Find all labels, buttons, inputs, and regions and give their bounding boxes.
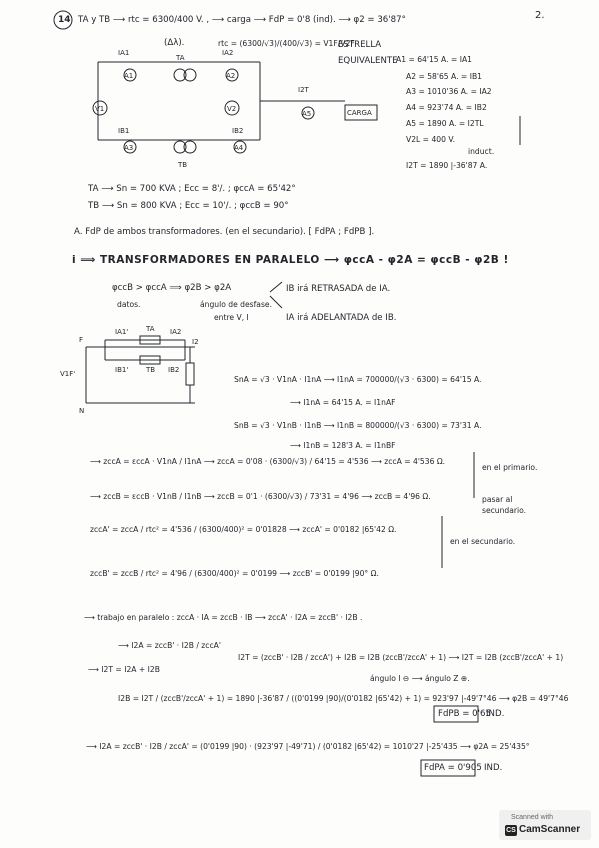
result-i2a: ⟶ I2A = zccB' · I2B / zccA' = (0'0199 |9… bbox=[86, 742, 530, 751]
reading-a4: A4 = 923'74 A. = IB2 bbox=[406, 103, 487, 112]
circuit-1-labels: IA1 TA IA2 A1 A2 V1 V2 I2T A5 CARGA IB1 … bbox=[95, 49, 372, 169]
c2-label-tb: TB bbox=[145, 366, 155, 374]
c1-label-carga: CARGA bbox=[347, 109, 372, 117]
result-fdpa-ind: IND. bbox=[484, 763, 503, 773]
imp-primario: en el primario. bbox=[482, 463, 538, 472]
c2-label-ta: TA bbox=[145, 325, 155, 333]
c2-label-i2: I2 bbox=[192, 338, 199, 346]
question: A. FdP de ambos transformadores. (en el … bbox=[74, 227, 375, 237]
fdpa-box bbox=[420, 759, 476, 777]
annotation-marks bbox=[53, 10, 521, 777]
imp-zca-secondary: zccA' = zccA / rtc² = 4'536 / (6300/400)… bbox=[90, 525, 397, 534]
c1-label-a3: A3 bbox=[124, 144, 133, 152]
c1-label-a1: A1 bbox=[124, 72, 133, 80]
reading-i2t: I2T = 1890 |-36'87 A. bbox=[406, 161, 488, 170]
current-snb: SnB = √3 · V1nB · I1nB ⟶ I1nB = 800000/(… bbox=[234, 421, 482, 430]
header-line-2: (Δλ). bbox=[164, 38, 185, 48]
reading-a2: A2 = 58'65 A. = IB1 bbox=[406, 72, 482, 81]
c1-label-a2: A2 bbox=[226, 72, 235, 80]
phase-angulo: ángulo de desfase. bbox=[200, 300, 272, 309]
reading-induct: induct. bbox=[468, 147, 495, 156]
current-sna: SnA = √3 · V1nA · I1nA ⟶ I1nA = 700000/(… bbox=[234, 375, 482, 384]
parallel-angulo: ángulo I ⊖ ⟶ ángulo Z ⊕. bbox=[370, 674, 470, 683]
parallel-line-2: ⟶ I2A = zccB' · I2B / zccA' bbox=[118, 641, 221, 650]
header-estrella: ESTRELLA bbox=[338, 40, 382, 50]
current-ina: ⟶ I1nA = 64'15 A. = I1nAF bbox=[290, 398, 396, 407]
result-fdpa: FdPA = 0'905 bbox=[424, 763, 482, 773]
circuit-2 bbox=[85, 335, 195, 404]
parallel-line-1: ⟶ trabajo en paralelo : zccA · IA = zccB… bbox=[84, 613, 363, 622]
header-equivalente: EQUIVALENTE bbox=[338, 56, 398, 66]
reading-a3: A3 = 1010'36 A. = IA2 bbox=[406, 87, 492, 96]
result-i2b: I2B = I2T / (zccB'/zccA' + 1) = 1890 |-3… bbox=[118, 694, 569, 703]
c2-label-v1f: V1F' bbox=[60, 370, 75, 378]
c2-label-ib2: IB2 bbox=[168, 366, 179, 374]
camscanner-logo-icon: CS bbox=[505, 825, 517, 836]
result-fdpb: FdPB = 0'65 bbox=[438, 709, 491, 719]
spec-ta: TA ⟶ Sn = 700 KVA ; Ecc = 8'/. ; φccA = … bbox=[88, 184, 296, 194]
problem-number-circle bbox=[53, 10, 73, 30]
c1-label-i2t: I2T bbox=[298, 86, 310, 94]
reading-a5: A5 = 1890 A. = I2TL bbox=[406, 119, 484, 128]
c1-label-ib2: IB2 bbox=[232, 127, 243, 135]
imp-pasar: pasar al secundario. bbox=[482, 495, 527, 515]
page-number: 2. bbox=[535, 10, 545, 21]
reading-a1: A1 = 64'15 A. = IA1 bbox=[396, 55, 472, 64]
c2-label-ia1: IA1' bbox=[115, 328, 128, 336]
phase-entre: entre V, I bbox=[214, 313, 249, 322]
phase-fork-down bbox=[269, 295, 283, 309]
c1-label-ia1: IA1 bbox=[118, 49, 129, 57]
result-fdpb-ind: IND. bbox=[486, 709, 505, 719]
watermark-brand-name: CamScanner bbox=[519, 824, 581, 835]
circuit-2-labels: IA1' TA IA2 F I2 V1F' IB1' TB IB2 N bbox=[60, 325, 199, 415]
phase-fork-up bbox=[269, 281, 283, 293]
c1-label-ta: TA bbox=[175, 54, 185, 62]
parallel-line-3: ⟶ I2T = I2A + I2B bbox=[88, 665, 160, 674]
current-inb: ⟶ I1nB = 128'3 A. = I1nBF bbox=[290, 441, 396, 450]
parallel-line-4: I2T = (zccB' · I2B / zccA') + I2B = I2B … bbox=[238, 653, 564, 662]
imp-zcca: ⟶ zccA = εccA · V1nA / I1nA ⟶ zccA = 0'0… bbox=[90, 457, 446, 466]
phase-ib: IB irá RETRASADA de IA. bbox=[286, 284, 391, 294]
c1-label-v2: V2 bbox=[227, 105, 236, 113]
fdpb-box bbox=[433, 705, 479, 723]
header-line-3: rtc = (6300/√3)/(400/√3) = V1F/V2F bbox=[218, 39, 355, 48]
imp-zcb-secondary: zccB' = zccB / rtc² = 4'96 / (6300/400)²… bbox=[90, 569, 379, 578]
phase-datos: datos. bbox=[117, 300, 141, 309]
spec-tb: TB ⟶ Sn = 800 KVA ; Ecc = 10'/. ; φccB =… bbox=[88, 201, 289, 211]
c2-label-n: N bbox=[79, 407, 84, 415]
phase-ia: IA irá ADELANTADA de IB. bbox=[286, 313, 397, 323]
c1-label-ib1: IB1 bbox=[118, 127, 129, 135]
c1-label-tb: TB bbox=[177, 161, 187, 169]
phase-line-1: φccB > φccA ⟹ φ2B > φ2A bbox=[112, 283, 232, 293]
c1-label-a4: A4 bbox=[234, 144, 244, 152]
c2-label-ib1: IB1' bbox=[115, 366, 128, 374]
c1-label-ia2: IA2 bbox=[222, 49, 233, 57]
reading-v2l: V2L = 400 V. bbox=[406, 135, 455, 144]
c2-label-ia2: IA2 bbox=[170, 328, 181, 336]
problem-number: 14 bbox=[58, 15, 71, 25]
watermark-caption: Scanned with bbox=[511, 814, 554, 821]
c1-label-a5: A5 bbox=[302, 110, 311, 118]
imp-secundario: en el secundario. bbox=[450, 537, 516, 546]
c1-label-v1: V1 bbox=[95, 105, 104, 113]
header-line-1: TA y TB ⟶ rtc = 6300/400 V. , ⟶ carga ⟶ … bbox=[78, 15, 406, 25]
circuit-1 bbox=[92, 61, 378, 154]
c2-label-f: F bbox=[79, 336, 83, 344]
imp-zccb: ⟶ zccB = εccB · V1nB / I1nB ⟶ zccB = 0'1… bbox=[90, 492, 431, 501]
section-title: i ⟹ TRANSFORMADORES EN PARALELO ⟶ φccA -… bbox=[72, 254, 509, 266]
